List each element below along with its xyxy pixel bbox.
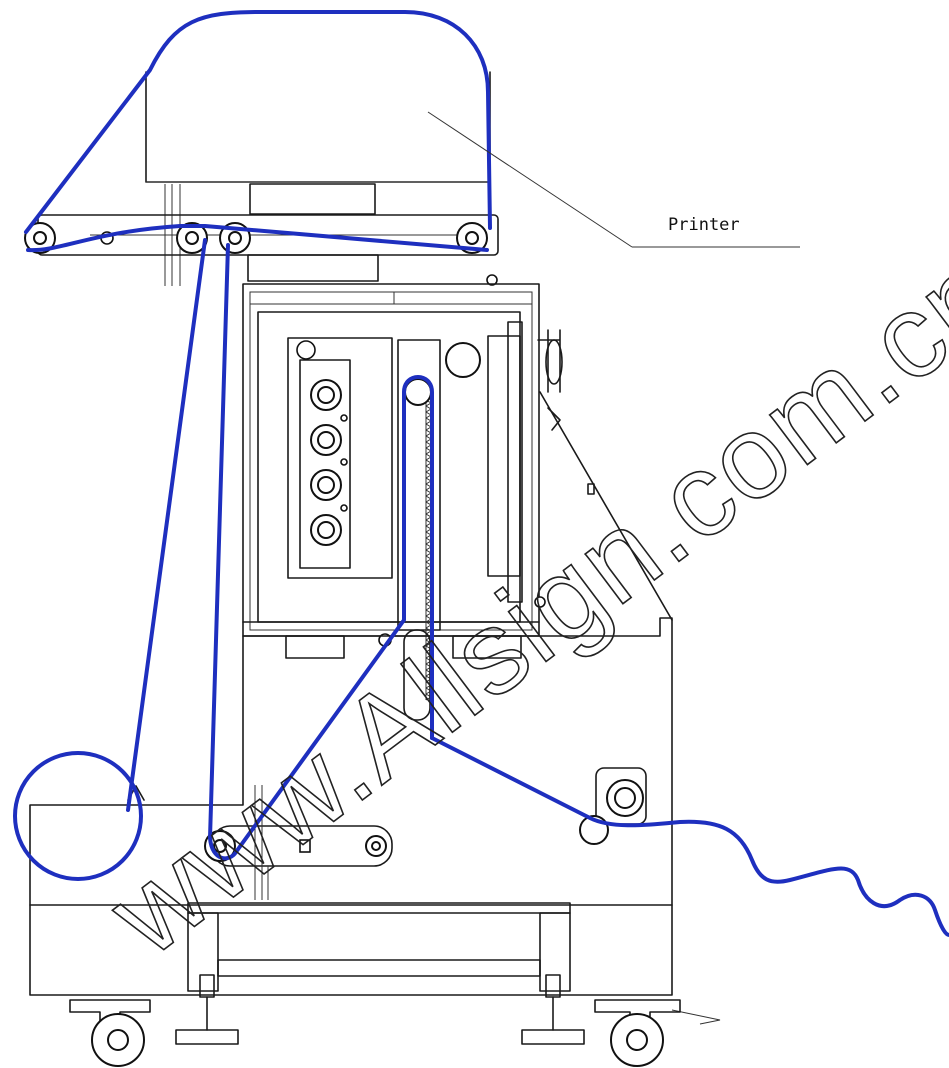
- callout-leader-line: [427, 111, 633, 248]
- pressure-roller-4-hub: [317, 521, 335, 539]
- bar-support-block: [247, 254, 379, 282]
- chassis-top-rail: [187, 902, 571, 914]
- unwind-roll: [13, 751, 143, 881]
- watermark: www.Allsign.com.cn: [85, 226, 949, 981]
- lower-arm-pivot-hub: [371, 841, 381, 851]
- floor-edge-mark: [671, 1009, 721, 1025]
- printer-housing: [145, 71, 491, 286]
- printer-callout: Printer: [427, 111, 800, 248]
- motor-roller-hub: [614, 787, 636, 809]
- door-latch-knob: [534, 596, 546, 608]
- lower-arm-slot: [299, 839, 311, 853]
- chassis-stand: [29, 902, 721, 1045]
- pressure-roller-1-hub: [317, 386, 335, 404]
- cabinet-right-side: [445, 321, 673, 621]
- door-edge-strip: [507, 321, 523, 603]
- web-down-to-unwind: [126, 238, 207, 812]
- base-foot-left: [285, 635, 345, 659]
- cabinet-top-bolt: [486, 274, 498, 286]
- brace-bracket: [547, 407, 561, 431]
- base-skirt: [29, 904, 673, 996]
- printer-neck: [249, 183, 376, 215]
- web-over-printer: [24, 10, 492, 234]
- top-roller-bar: [24, 214, 499, 286]
- top-right-roller-hub: [465, 231, 479, 245]
- leveler-right-pad: [521, 1029, 585, 1045]
- web-lower-arm-loop: [208, 375, 434, 861]
- web-down-to-lower-arm: [208, 243, 230, 840]
- module-pin-3: [340, 504, 348, 512]
- cabinet-idler-roller: [445, 342, 481, 378]
- module-corner-hole: [296, 340, 316, 360]
- cabinet-inner-frame: [249, 291, 533, 631]
- web-path: [24, 10, 949, 937]
- printer-body-outline: [145, 71, 491, 183]
- module-pin-1: [340, 414, 348, 422]
- leveler-right-block: [545, 974, 561, 998]
- chassis-right-leg: [539, 912, 571, 992]
- pressure-roller-3-hub: [317, 476, 335, 494]
- right-caster-hub: [626, 1029, 648, 1051]
- module-pin-2: [340, 458, 348, 466]
- casters: [69, 999, 681, 1067]
- top-middle-roller-2-hub: [228, 231, 242, 245]
- pressure-roller-module: [287, 337, 393, 579]
- handwheel-icon: [545, 339, 563, 385]
- chassis-left-leg: [187, 912, 219, 992]
- printer-label: Printer: [668, 215, 740, 235]
- leveler-left-pad: [175, 1029, 239, 1045]
- chassis-bottom-rail: [217, 959, 541, 977]
- pressure-roller-2-hub: [317, 431, 335, 449]
- roller-module-plate: [299, 359, 351, 569]
- lower-arm: [204, 785, 393, 900]
- web-top-bar: [26, 224, 489, 253]
- base-foot-right: [452, 635, 522, 659]
- top-middle-roller-1-hub: [185, 231, 199, 245]
- lower-arm-roller-hub: [213, 839, 227, 853]
- top-left-roller-hub: [33, 231, 47, 245]
- brace-clip: [587, 483, 595, 495]
- roller-module-frame: [287, 337, 393, 579]
- side-brace: [539, 391, 673, 621]
- left-caster-hub: [107, 1029, 129, 1051]
- web-outfeed: [430, 736, 949, 937]
- leveler-left-block: [199, 974, 215, 998]
- door-hinge-panel: [487, 335, 521, 577]
